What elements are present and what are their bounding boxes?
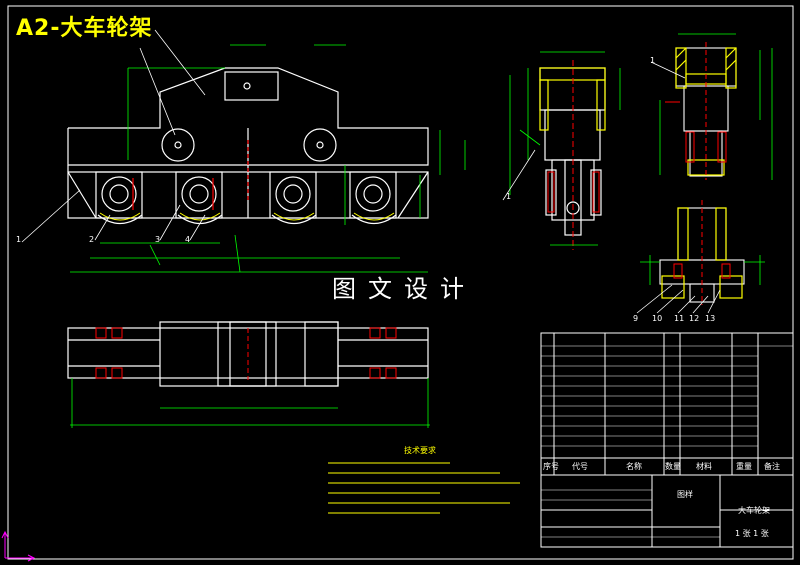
detail-label-10: 10 [652, 314, 663, 323]
front-view [67, 67, 429, 225]
tb-header-remark: 备注 [764, 462, 780, 471]
tb-header-name: 名称 [626, 462, 642, 471]
side-part-label: 1 [506, 192, 512, 201]
part-label-2: 2 [89, 235, 95, 244]
detail-top-leader [650, 61, 686, 79]
detail-label-12: 12 [689, 314, 700, 323]
front-red [132, 140, 249, 210]
detail-bottom-hatch [661, 207, 743, 299]
front-hatch [99, 212, 395, 221]
detail-top-red [665, 42, 727, 180]
tb-part-name: 大车轮架 [738, 506, 770, 515]
part-label-1: 1 [16, 235, 22, 244]
detail-label-11: 11 [674, 314, 685, 323]
detail-bottom-dim [640, 255, 765, 285]
top-view-dim [70, 378, 430, 428]
tb-company: 图样 [677, 490, 693, 499]
side-dimensions [509, 51, 621, 246]
front-leaders [21, 29, 206, 243]
tb-header-code: 代号 [572, 462, 588, 471]
part-label-4: 4 [185, 235, 191, 244]
tb-header-seq: 序号 [543, 462, 559, 471]
drawing-border [7, 5, 794, 560]
detail-bottom-leaders [636, 284, 721, 314]
part-label-3: 3 [155, 235, 161, 244]
tech-requirements-lines [328, 462, 520, 514]
front-dimensions [70, 44, 466, 273]
detail-top-part-label: 1 [650, 56, 656, 65]
side-red [547, 60, 600, 250]
detail-label-9: 9 [633, 314, 639, 323]
detail-bottom [659, 207, 745, 303]
title-block [540, 332, 794, 548]
tb-sheet: 1 张 1 张 [735, 529, 769, 538]
detail-bottom-red [673, 200, 731, 305]
watermark-text: 图文设计 [332, 275, 476, 303]
detail-top-dim [659, 33, 773, 180]
side-leader [502, 149, 536, 201]
title-block-rows [541, 345, 793, 538]
ucs-icon [1, 530, 36, 562]
detail-label-13: 13 [705, 314, 716, 323]
tb-header-weight: 重量 [736, 462, 752, 471]
top-view-red [95, 327, 397, 380]
drawing-title: A2-大车轮架 [16, 16, 153, 41]
tb-header-material: 材料 [696, 462, 712, 471]
tb-header-qty: 数量 [665, 462, 681, 471]
tech-requirements-title: 技术要求 [404, 446, 436, 455]
